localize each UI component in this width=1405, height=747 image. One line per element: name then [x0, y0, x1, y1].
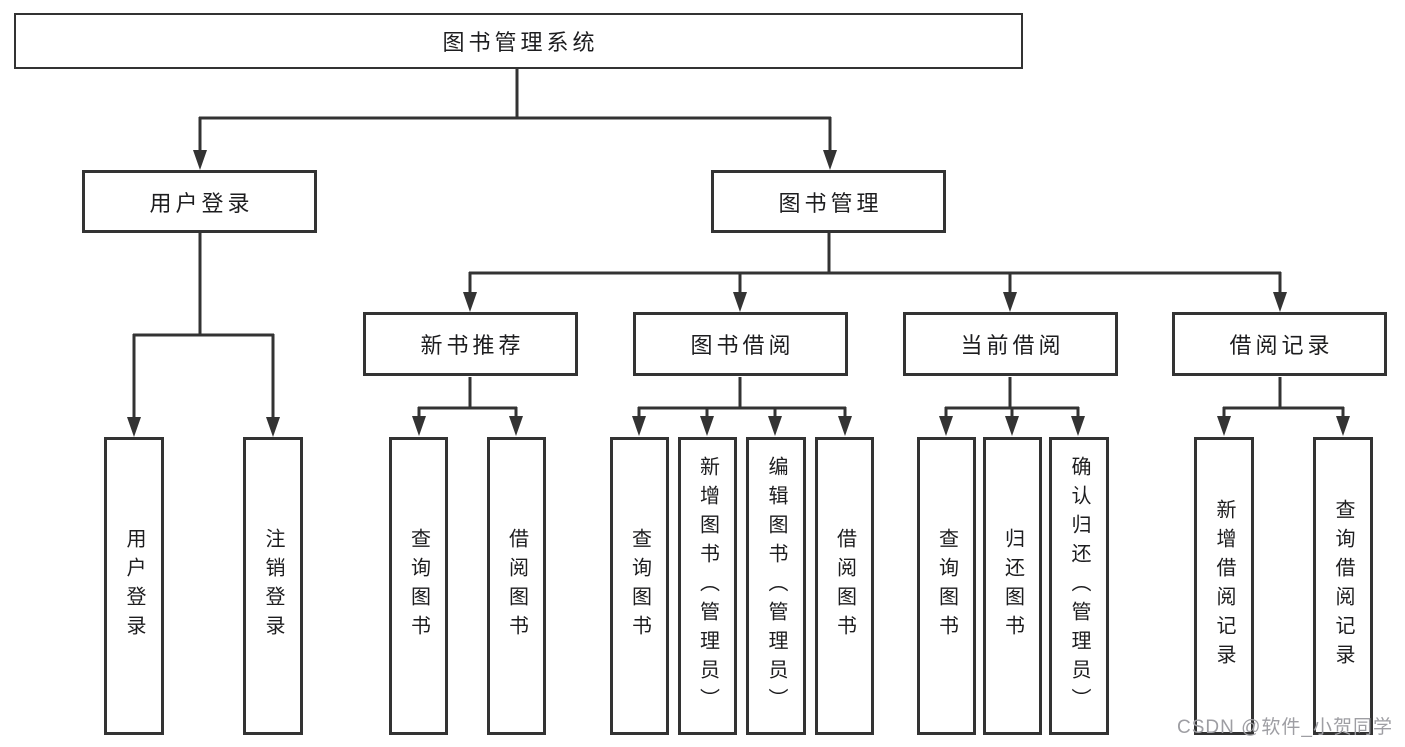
connector-new-book-children: [412, 377, 523, 436]
connector-user-login-children: [127, 233, 280, 437]
arrowhead-icon: [1273, 292, 1287, 312]
arrowhead-icon: [733, 292, 747, 312]
leaf-search-books-recommend: 查询图书: [389, 437, 448, 735]
arrowhead-icon: [463, 292, 477, 312]
arrowhead-icon: [939, 416, 953, 436]
leaf-user-login: 用户登录: [104, 437, 164, 735]
arrowhead-icon: [266, 417, 280, 437]
node-book-borrowing: 图书借阅: [633, 312, 848, 376]
leaf-borrow-books-recommend: 借阅图书: [487, 437, 546, 735]
arrowhead-icon: [1005, 416, 1019, 436]
leaf-edit-books-admin: 编辑图书（管理员）: [746, 437, 806, 735]
csdn-watermark: CSDN @软件_小贺同学: [1177, 717, 1393, 738]
leaf-add-books-admin: 新增图书（管理员）: [678, 437, 737, 735]
arrowhead-icon: [1336, 416, 1350, 436]
arrowhead-icon: [193, 150, 207, 170]
connector-root-to-level2: [193, 69, 837, 170]
leaf-logout: 注销登录: [243, 437, 303, 735]
node-library-management-system: 图书管理系统: [14, 13, 1023, 69]
leaf-confirm-return-admin: 确认归还（管理员）: [1049, 437, 1109, 735]
arrowhead-icon: [768, 416, 782, 436]
arrowhead-icon: [509, 416, 523, 436]
node-current-borrowing: 当前借阅: [903, 312, 1118, 376]
arrowhead-icon: [838, 416, 852, 436]
node-book-management: 图书管理: [711, 170, 946, 233]
leaf-add-borrow-record: 新增借阅记录: [1194, 437, 1254, 735]
leaf-search-borrow-record: 查询借阅记录: [1313, 437, 1373, 735]
arrowhead-icon: [823, 150, 837, 170]
node-borrowing-records: 借阅记录: [1172, 312, 1387, 376]
arrowhead-icon: [1217, 416, 1231, 436]
arrowhead-icon: [632, 416, 646, 436]
leaf-borrow-books: 借阅图书: [815, 437, 874, 735]
leaf-return-books: 归还图书: [983, 437, 1042, 735]
leaf-search-books-current: 查询图书: [917, 437, 976, 735]
arrowhead-icon: [700, 416, 714, 436]
connector-borrow-record-children: [1217, 377, 1350, 436]
arrowhead-icon: [127, 417, 141, 437]
node-new-book-recommendation: 新书推荐: [363, 312, 578, 376]
connector-book-borrow-children: [632, 377, 852, 436]
connector-current-borrow-children: [939, 377, 1085, 436]
arrowhead-icon: [1003, 292, 1017, 312]
arrowhead-icon: [1071, 416, 1085, 436]
arrowhead-icon: [412, 416, 426, 436]
leaf-search-books-borrow: 查询图书: [610, 437, 669, 735]
connector-book-management-children: [463, 233, 1287, 312]
node-user-login: 用户登录: [82, 170, 317, 233]
